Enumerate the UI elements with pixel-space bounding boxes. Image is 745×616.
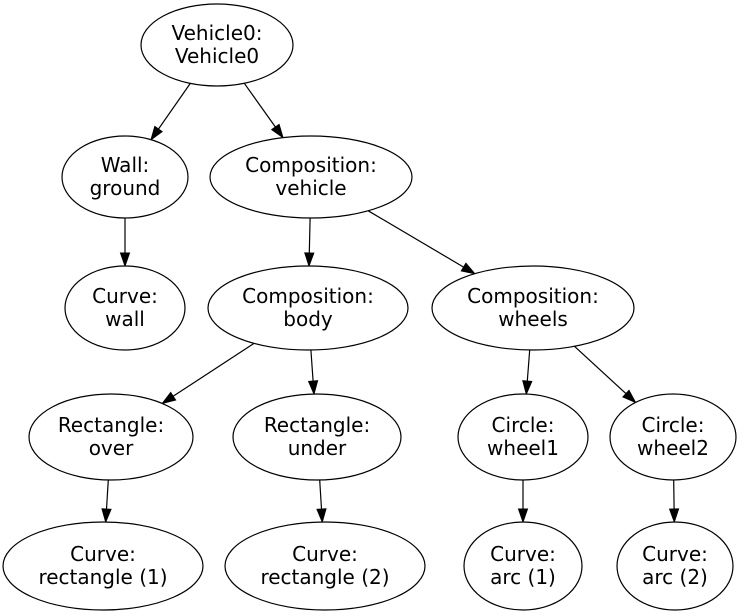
graph-node-wall-ground: Wall:ground [61, 135, 189, 219]
node-label: Curve:arc (2) [642, 542, 708, 589]
edge-composition-vehicle-to-composition-wheels [367, 210, 477, 275]
node-ellipse [209, 135, 413, 219]
arrowhead-icon [460, 262, 477, 275]
arrowhead-icon [307, 380, 319, 396]
node-label: Composition:body [242, 284, 374, 331]
graph-node-composition-wheels: Composition:wheels [431, 265, 635, 351]
graph-node-rectangle-under: Rectangle:under [232, 393, 402, 481]
arrowhead-icon [304, 252, 315, 268]
edge-line [243, 82, 276, 128]
node-ellipse [64, 265, 186, 351]
edge-line [574, 345, 627, 395]
edge-rectangle-under-to-curve-rectangle-2 [316, 479, 327, 524]
graph-node-curve-wall: Curve:wall [64, 265, 186, 351]
node-label: Rectangle:over [58, 413, 164, 460]
node-ellipse [140, 3, 294, 87]
edge-composition-body-to-rectangle-over [161, 342, 255, 405]
edge-vehicle0-to-composition-vehicle [243, 82, 284, 139]
node-ellipse [207, 265, 409, 351]
node-ellipse [616, 521, 734, 611]
node-label: Wall:ground [90, 153, 161, 200]
graph-node-composition-vehicle: Composition:vehicle [209, 135, 413, 219]
edge-composition-wheels-to-circle-wheel2 [574, 345, 637, 404]
edge-line [319, 479, 323, 510]
edge-rectangle-over-to-curve-rectangle-1 [101, 479, 112, 524]
node-ellipse [28, 393, 194, 481]
node-ellipse [609, 393, 737, 481]
node-ellipse [463, 521, 583, 611]
edge-circle-wheel2-to-curve-arc-2 [668, 479, 680, 524]
edge-line [367, 210, 464, 268]
edge-composition-wheels-to-circle-wheel1 [522, 349, 533, 396]
graph-node-curve-arc-1: Curve:arc (1) [463, 521, 583, 611]
arrowhead-icon [161, 391, 177, 405]
node-ellipse [431, 265, 635, 351]
arrowhead-icon [316, 508, 327, 524]
arrowhead-icon [270, 123, 284, 139]
edge-wall-ground-to-curve-wall [119, 218, 131, 268]
edge-line [158, 83, 191, 130]
node-label: Vehicle0:Vehicle0 [172, 21, 263, 68]
arrowhead-icon [119, 252, 131, 268]
node-label: Curve:rectangle (2) [260, 542, 389, 589]
arrowhead-icon [101, 508, 112, 524]
edge-line [310, 349, 314, 382]
arrowhead-icon [522, 380, 533, 396]
node-label: Composition:vehicle [245, 153, 377, 200]
graph-node-curve-rectangle-1: Curve:rectangle (1) [2, 521, 204, 611]
node-ellipse [61, 135, 189, 219]
node-label: Circle:wheel2 [637, 413, 709, 460]
node-label: Rectangle:under [264, 413, 370, 460]
graph-node-curve-arc-2: Curve:arc (2) [616, 521, 734, 611]
edge-line [526, 349, 531, 382]
edge-line [308, 217, 311, 254]
graph-node-circle-wheel1: Circle:wheel1 [457, 393, 589, 481]
edge-line [172, 342, 255, 397]
node-ellipse [457, 393, 589, 481]
edge-line [105, 479, 109, 510]
graph-node-curve-rectangle-2: Curve:rectangle (2) [224, 521, 426, 611]
node-ellipse [224, 521, 426, 611]
node-label: Composition:wheels [467, 284, 599, 331]
graph-node-circle-wheel2: Circle:wheel2 [609, 393, 737, 481]
graph-node-composition-body: Composition:body [207, 265, 409, 351]
node-label: Curve:wall [92, 284, 158, 331]
node-ellipse [2, 521, 204, 611]
arrowhead-icon [150, 125, 163, 141]
graph-node-vehicle0: Vehicle0:Vehicle0 [140, 3, 294, 87]
node-ellipse [232, 393, 402, 481]
edge-composition-vehicle-to-composition-body [304, 217, 315, 268]
arrowhead-icon [622, 389, 637, 404]
arrowhead-icon [668, 508, 680, 524]
graph-node-rectangle-over: Rectangle:over [28, 393, 194, 481]
node-label: Curve:arc (1) [490, 542, 556, 589]
node-label: Circle:wheel1 [487, 413, 559, 460]
arrowhead-icon [517, 508, 529, 524]
edge-composition-body-to-rectangle-under [307, 349, 319, 396]
edge-vehicle0-to-wall-ground [150, 83, 191, 141]
node-label: Curve:rectangle (1) [38, 542, 167, 589]
edge-circle-wheel1-to-curve-arc-1 [517, 480, 529, 524]
